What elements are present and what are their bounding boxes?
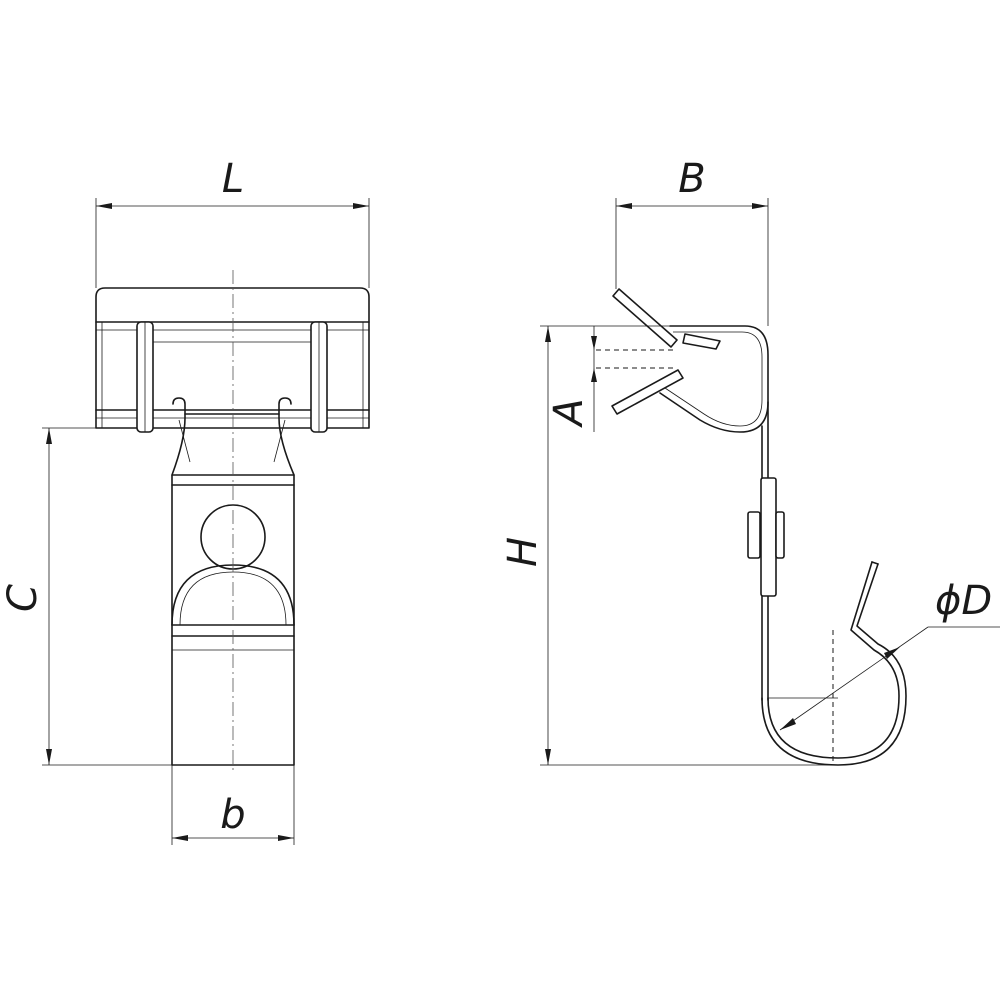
side-view: ϕD B A H xyxy=(500,156,1000,766)
label-D: ϕD xyxy=(935,578,992,624)
dimension-b: b xyxy=(171,765,295,845)
dimension-D: ϕD xyxy=(779,578,1000,731)
side-strap xyxy=(747,401,785,701)
label-B: B xyxy=(678,156,705,202)
label-L: L xyxy=(222,156,244,202)
label-A: A xyxy=(546,398,592,428)
front-view: L b C xyxy=(0,156,370,845)
dimension-A: A xyxy=(546,326,597,432)
dimension-L: L xyxy=(95,156,370,288)
dimension-H: H xyxy=(500,325,838,766)
label-H: H xyxy=(500,537,546,567)
dimension-C: C xyxy=(0,427,172,766)
clip-neck xyxy=(171,397,295,476)
label-b: b xyxy=(220,792,245,838)
j-hook xyxy=(761,561,907,766)
dimension-B: B xyxy=(615,156,769,326)
left-strap xyxy=(136,321,154,433)
label-C: C xyxy=(0,584,46,612)
right-strap xyxy=(310,321,328,433)
spring-clip xyxy=(611,288,769,433)
